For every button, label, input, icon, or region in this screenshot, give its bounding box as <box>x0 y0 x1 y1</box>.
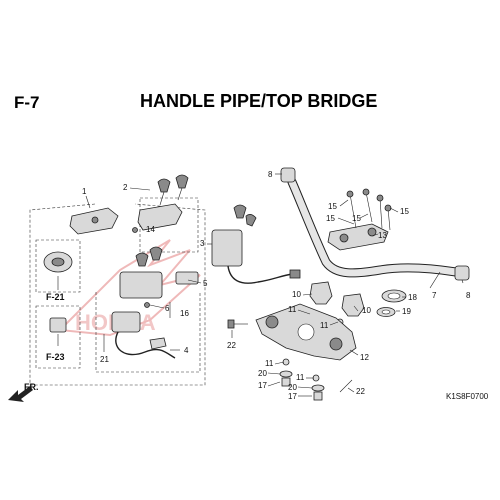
callout-12: 12 <box>360 353 369 362</box>
part-12-top-bridge <box>255 303 357 361</box>
callout-21: 21 <box>100 355 109 364</box>
callout-15-b: 15 <box>400 207 409 216</box>
front-marker-label: FR. <box>24 382 39 392</box>
callout-8-left: 8 <box>268 170 273 179</box>
part-22-bolt-right <box>339 379 353 393</box>
part-7-handle-pipe <box>287 177 461 278</box>
callout-22-left: 22 <box>227 341 236 350</box>
part-3-ignition-switch <box>211 204 301 284</box>
callout-8-right: 8 <box>466 291 471 300</box>
callout-7: 7 <box>432 291 437 300</box>
ignition-switch-set-group <box>29 197 206 386</box>
part-10-lower-holder-right <box>341 293 365 317</box>
callout-3: 3 <box>200 239 205 248</box>
page-title: HANDLE PIPE/TOP BRIDGE <box>140 91 377 111</box>
callout-4: 4 <box>184 346 189 355</box>
part-4-seat-lock <box>111 311 176 359</box>
callout-5: 5 <box>203 279 208 288</box>
callout-14: 14 <box>146 225 155 234</box>
section-code: F-7 <box>14 93 40 112</box>
callout-11-c: 11 <box>265 359 274 368</box>
callout-6: 6 <box>165 304 170 313</box>
callout-15-a: 15 <box>328 202 337 211</box>
part-15-bolts <box>346 188 392 231</box>
callout-2: 2 <box>123 183 128 192</box>
part-17-collars <box>281 377 323 401</box>
callout-18: 18 <box>408 293 417 302</box>
front-direction-arrow: FR. <box>8 382 39 402</box>
callout-17-a: 17 <box>258 381 267 390</box>
callout-10-left: 10 <box>292 290 301 299</box>
callout-16: 16 <box>180 309 189 318</box>
callout-1: 1 <box>82 187 87 196</box>
ref-f21-label: F-21 <box>46 292 65 302</box>
part-18-cushion <box>381 289 407 303</box>
ref-f21-detail: F-21 <box>43 251 73 302</box>
part-22-bolt-left <box>227 319 248 329</box>
callout-13: 13 <box>378 231 387 240</box>
callout-17-b: 17 <box>288 392 297 401</box>
part-2-key-set <box>137 174 189 231</box>
callout-11-b: 11 <box>320 321 329 330</box>
part-10-lower-holder-left <box>309 281 333 305</box>
callout-20-b: 20 <box>288 383 297 392</box>
part-14-screw <box>132 227 138 233</box>
callout-20-a: 20 <box>258 369 267 378</box>
part-13-upper-holder <box>327 223 389 251</box>
part-8-bar-end-right <box>454 265 470 281</box>
drawing-code: K1S8F0700 <box>446 392 489 401</box>
callout-11-d: 11 <box>296 373 305 382</box>
ref-f23-label: F-23 <box>46 352 65 362</box>
callout-11-a: 11 <box>288 305 297 314</box>
leader-lines <box>85 173 464 397</box>
part-19-washer <box>376 307 396 317</box>
part-5-switch-body <box>119 246 199 299</box>
part-8-bar-end-left <box>280 167 296 183</box>
callout-19: 19 <box>402 307 411 316</box>
callout-15-c: 15 <box>326 214 335 223</box>
callout-22-right: 22 <box>356 387 365 396</box>
callout-15-d: 15 <box>352 214 361 223</box>
part-6-bolt <box>144 302 150 308</box>
callout-labels: 1 2 3 4 5 6 7 8 8 10 10 11 11 11 11 12 1… <box>82 170 471 401</box>
part-1-key-cover <box>69 207 119 235</box>
ref-f23-detail: F-23 <box>46 317 67 362</box>
callout-10-right: 10 <box>362 306 371 315</box>
